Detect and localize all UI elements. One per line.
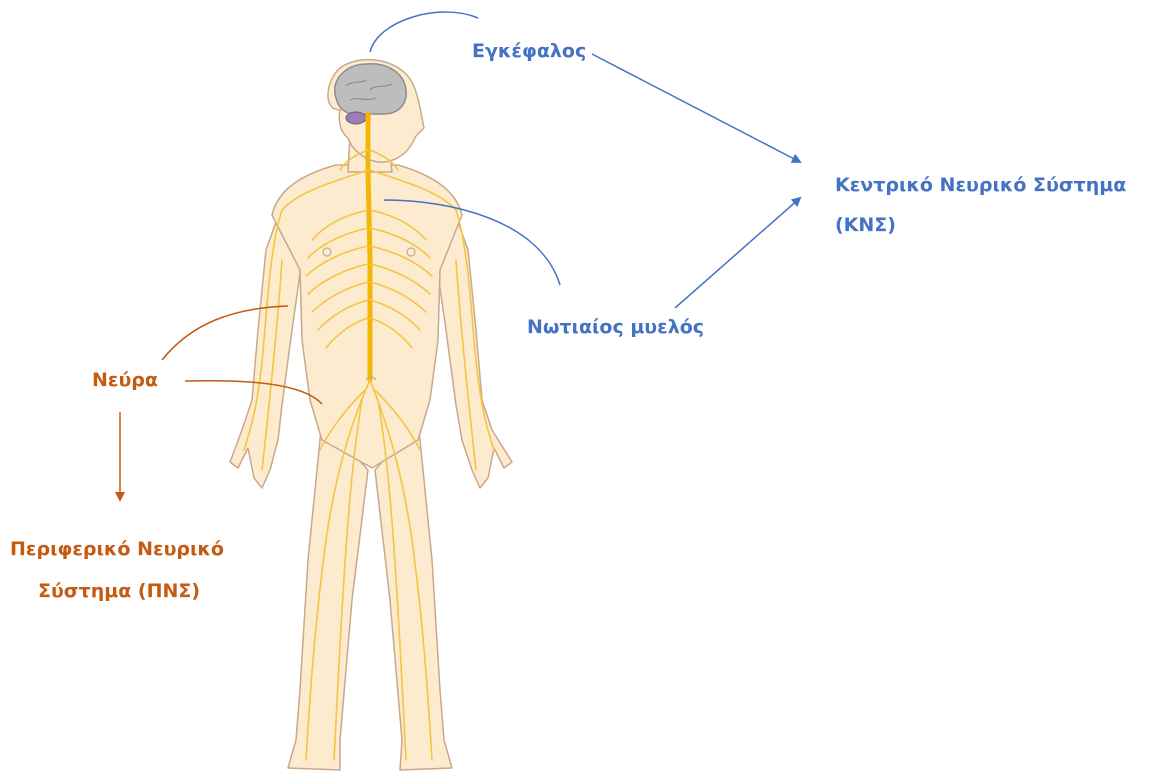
spinal-cord-label: Νωτιαίος μυελός: [527, 318, 704, 337]
spinal-cord-to-cns-arrow: [675, 198, 800, 308]
pns-label-line1: Περιφερικό Νευρικό: [10, 540, 224, 559]
brain-label: Εγκέφαλος: [472, 42, 586, 61]
cns-label-line1: Κεντρικό Νευρικό Σύστημα: [835, 176, 1126, 195]
brain-to-cns-arrow: [592, 54, 800, 162]
spinal-cord: [368, 114, 370, 380]
cns-label-line2: (ΚΝΣ): [835, 216, 896, 235]
pns-label-line2: Σύστημα (ΠΝΣ): [38, 582, 200, 601]
nerves-label: Νεύρα: [92, 371, 158, 390]
brain-pointer-line: [370, 12, 478, 52]
